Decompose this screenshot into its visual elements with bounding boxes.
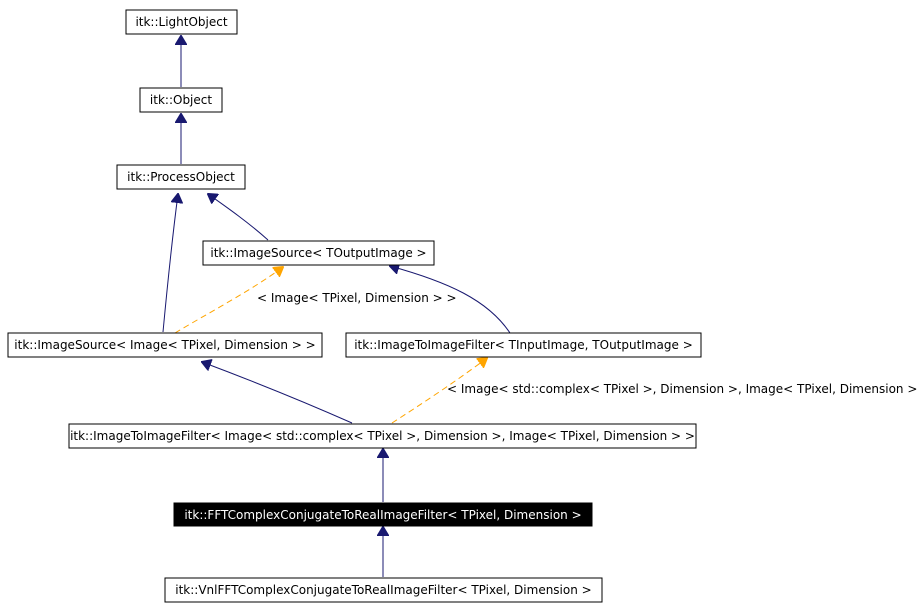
- edge-label-image-source-template: < Image< TPixel, Dimension > >: [257, 291, 457, 305]
- node-process-object[interactable]: itk::ProcessObject: [116, 164, 246, 190]
- edge-imagetoimage-complex-to-imagesource-image: [202, 362, 353, 424]
- svg-text:itk::ProcessObject: itk::ProcessObject: [127, 170, 235, 184]
- edges: [162, 36, 511, 577]
- node-image-to-image-generic[interactable]: itk::ImageToImageFilter< TInputImage, TO…: [345, 332, 702, 358]
- edge-imagetoimage-generic-to-imagesource-generic: [390, 266, 511, 334]
- svg-text:itk::ImageToImageFilter< TInpu: itk::ImageToImageFilter< TInputImage, TO…: [354, 338, 693, 352]
- svg-text:itk::FFTComplexConjugateToReal: itk::FFTComplexConjugateToRealImageFilte…: [184, 508, 581, 522]
- node-image-source-generic[interactable]: itk::ImageSource< TOutputImage >: [202, 240, 435, 266]
- node-light-object[interactable]: itk::LightObject: [125, 9, 238, 35]
- edge-label-image-to-image-template: < Image< std::complex< TPixel >, Dimensi…: [447, 382, 918, 396]
- svg-text:itk::ImageToImageFilter< Image: itk::ImageToImageFilter< Image< std::com…: [70, 429, 695, 443]
- svg-text:itk::Object: itk::Object: [150, 93, 212, 107]
- svg-text:itk::VnlFFTComplexConjugateToR: itk::VnlFFTComplexConjugateToRealImageFi…: [175, 583, 591, 597]
- edge-imagesource-generic-to-processobject: [208, 194, 269, 241]
- node-image-to-image-complex[interactable]: itk::ImageToImageFilter< Image< std::com…: [68, 423, 697, 449]
- node-object[interactable]: itk::Object: [139, 87, 223, 113]
- edge-imagetoimage-complex-to-imagetoimage-generic: [391, 358, 487, 424]
- node-fft-complex-conjugate-selected[interactable]: itk::FFTComplexConjugateToRealImageFilte…: [173, 502, 593, 527]
- edge-imagesource-image-to-imagesource-generic: [174, 267, 283, 334]
- svg-text:itk::LightObject: itk::LightObject: [135, 15, 227, 29]
- node-vnl-fft-complex-conjugate[interactable]: itk::VnlFFTComplexConjugateToRealImageFi…: [164, 577, 603, 603]
- svg-text:itk::ImageSource< Image< TPixe: itk::ImageSource< Image< TPixel, Dimensi…: [14, 338, 315, 352]
- edge-imagesource-image-to-processobject: [162, 194, 178, 333]
- node-image-source-image[interactable]: itk::ImageSource< Image< TPixel, Dimensi…: [7, 332, 323, 358]
- svg-text:itk::ImageSource< TOutputImage: itk::ImageSource< TOutputImage >: [210, 246, 426, 260]
